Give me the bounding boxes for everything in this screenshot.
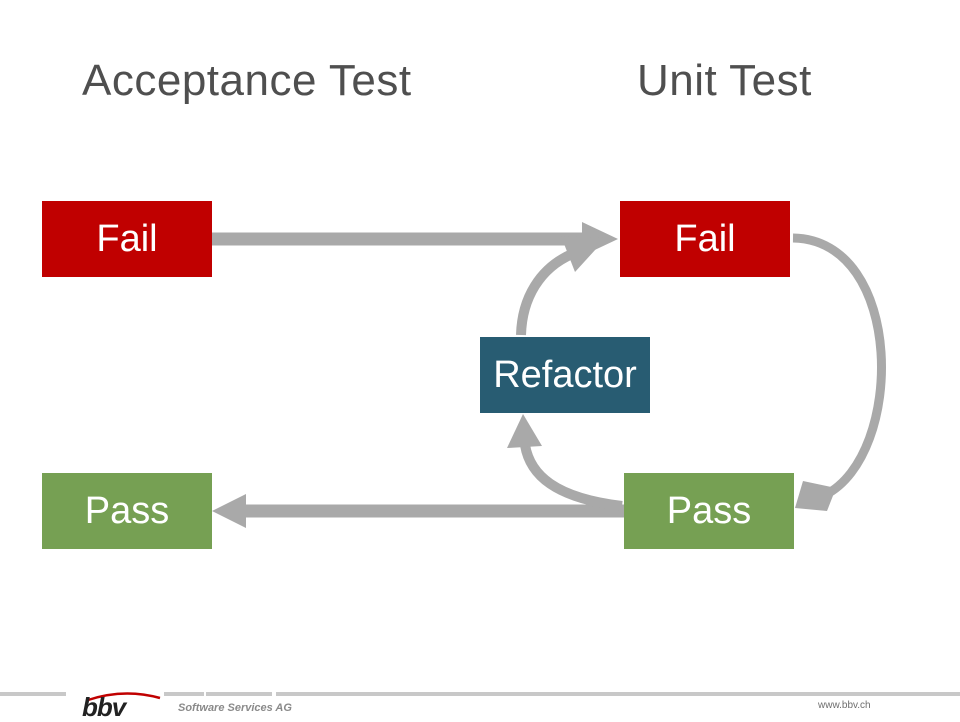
arrow-acceptance-fail-to-unit-fail (212, 222, 618, 256)
unit-fail-box: Fail (620, 201, 790, 277)
unit-fail-label: Fail (674, 217, 736, 260)
logo-swoosh-icon (87, 692, 161, 702)
footer-divider-mid (164, 692, 204, 696)
acceptance-pass-box: Pass (42, 473, 212, 549)
footer-divider-mid2 (206, 692, 272, 696)
arrow-unit-pass-to-acceptance-pass (212, 494, 624, 528)
refactor-box: Refactor (480, 337, 650, 413)
unit-pass-box: Pass (624, 473, 794, 549)
company-name: Software Services AG (178, 702, 292, 714)
company-logo: bbv (82, 692, 126, 722)
footer-divider-left (0, 692, 66, 696)
acceptance-fail-label: Fail (96, 217, 158, 260)
arrow-unit-pass-to-refactor (507, 414, 623, 511)
unit-test-heading: Unit Test (637, 56, 812, 105)
website-link[interactable]: www.bbv.ch (818, 700, 871, 711)
acceptance-test-heading: Acceptance Test (82, 56, 412, 105)
arrow-refactor-to-unit-fail (516, 236, 606, 336)
acceptance-pass-label: Pass (84, 489, 170, 532)
unit-pass-label: Pass (666, 489, 752, 532)
refactor-label: Refactor (493, 353, 637, 396)
acceptance-fail-box: Fail (42, 201, 212, 277)
footer-divider-right (276, 692, 960, 696)
arrow-unit-fail-to-unit-pass (792, 233, 886, 511)
